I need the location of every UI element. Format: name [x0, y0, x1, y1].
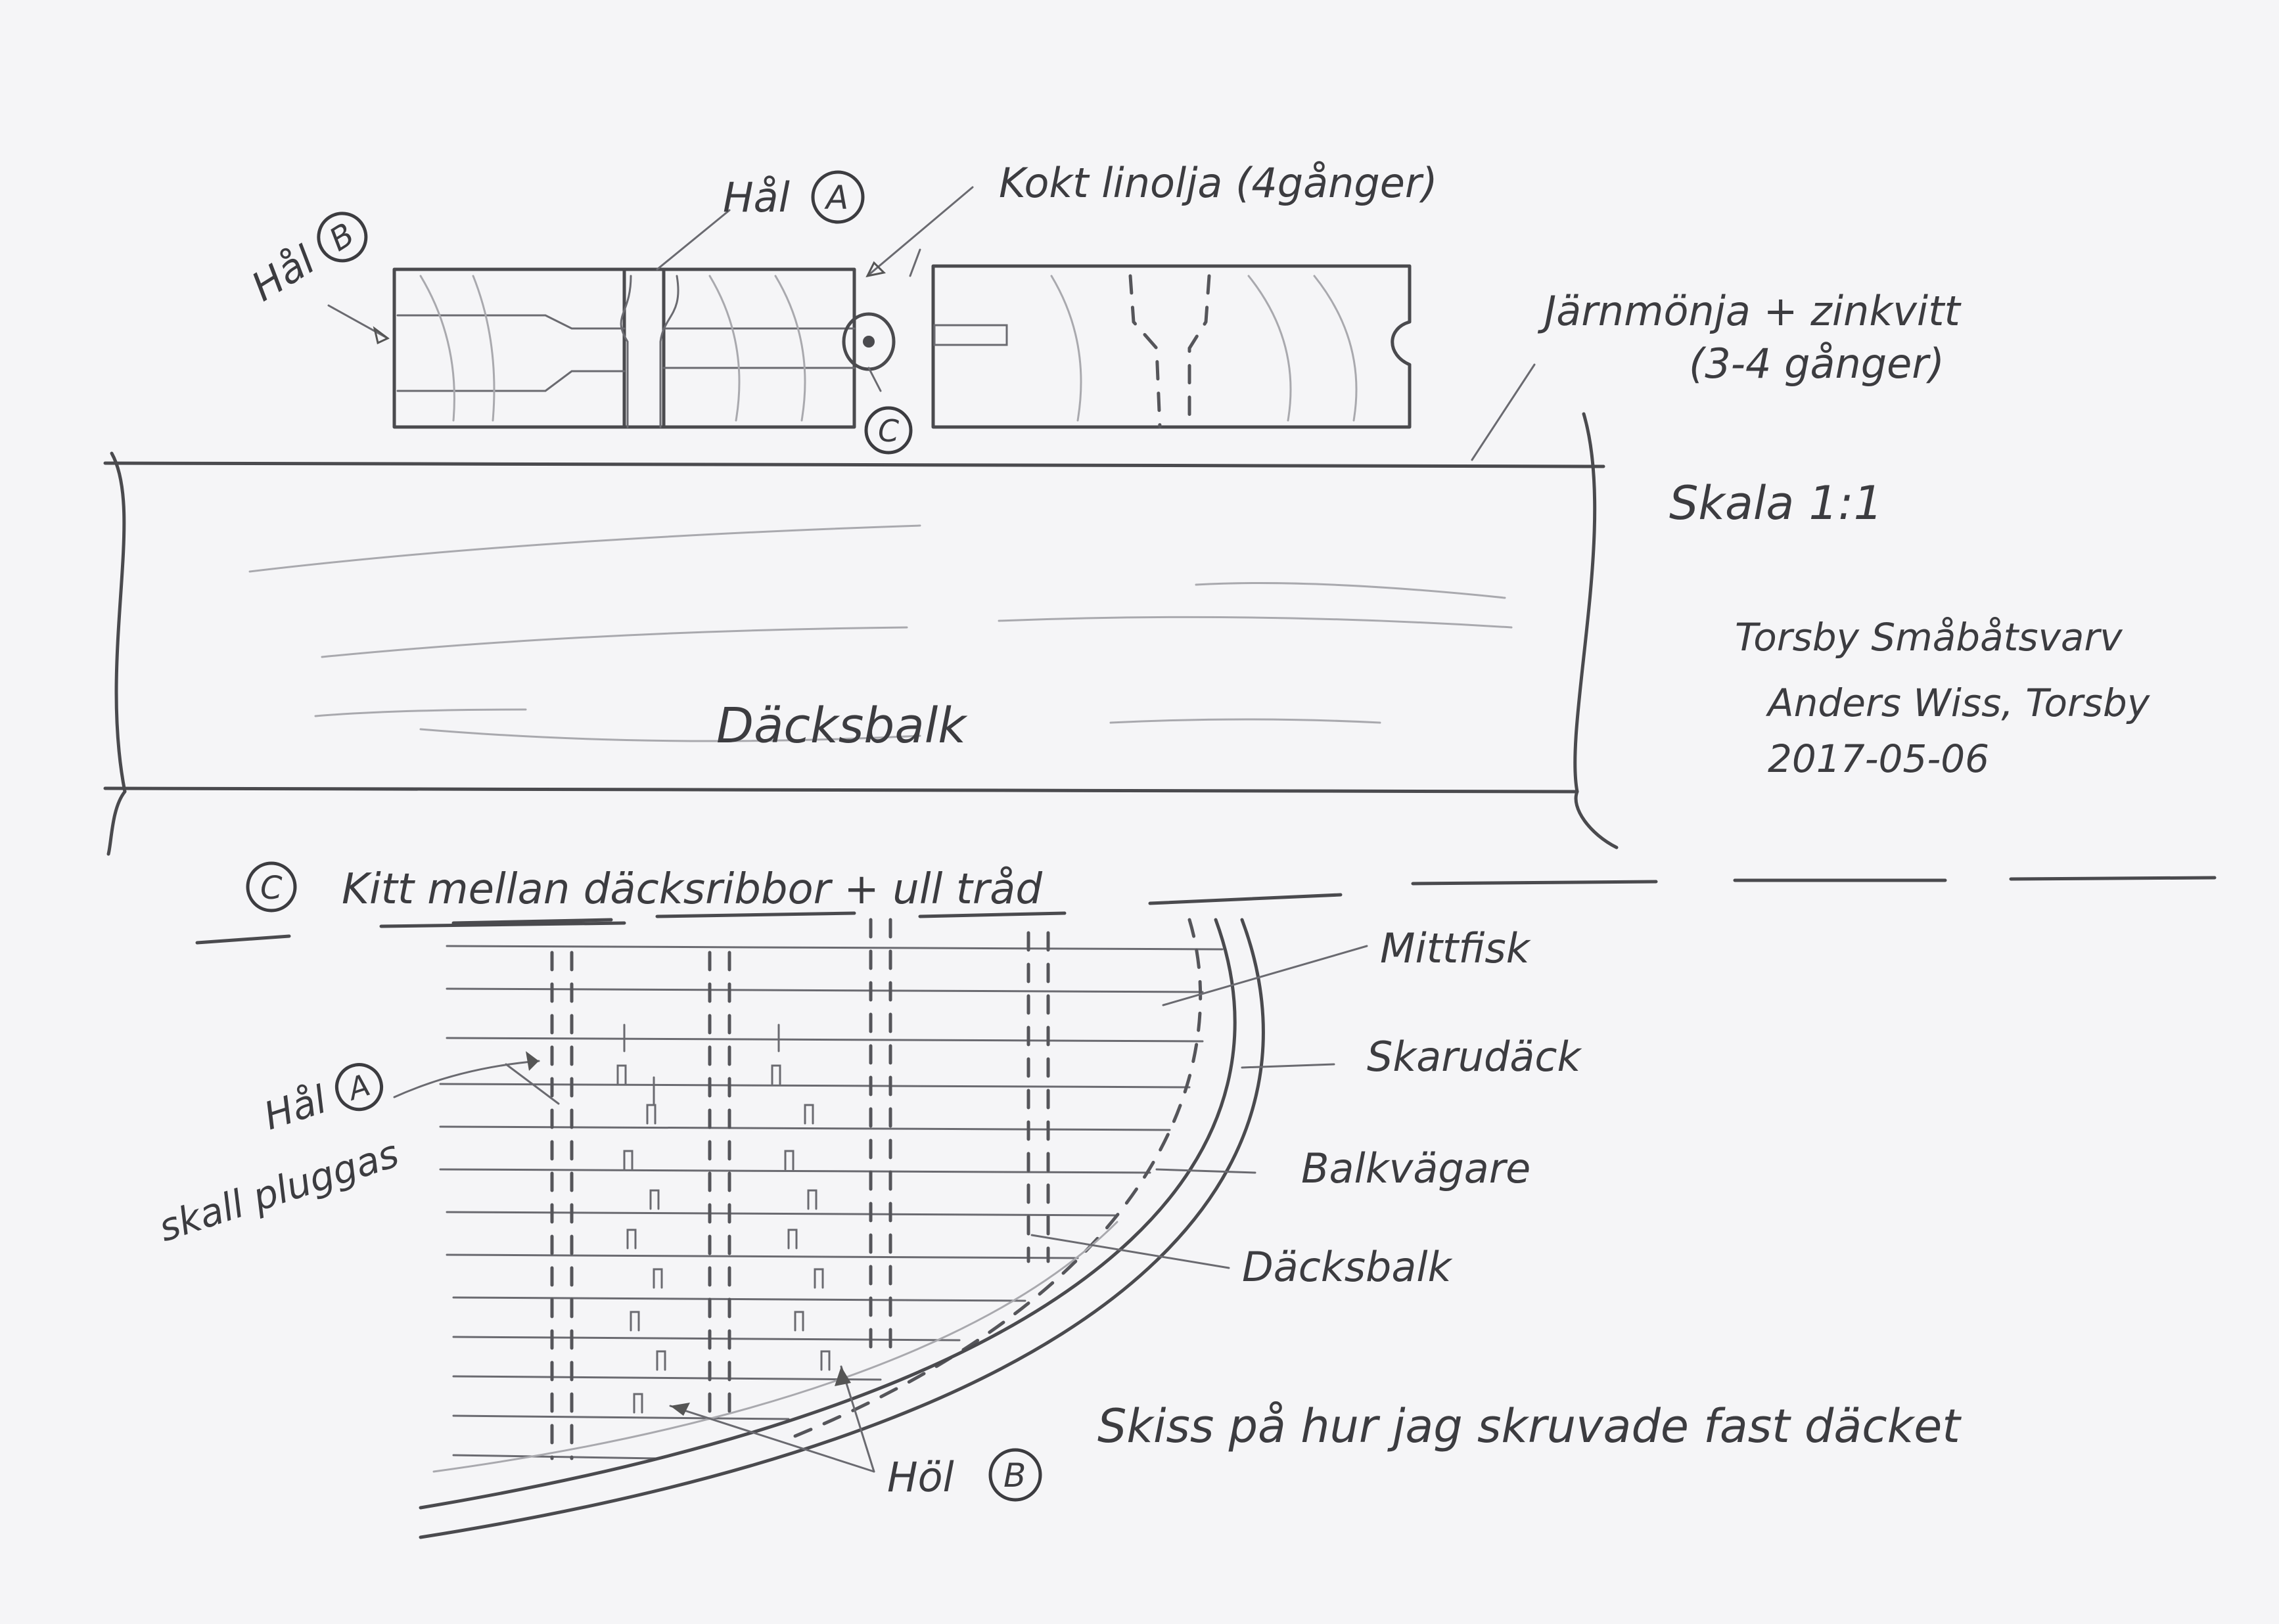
label-jarnmonja: Järnmönja + zinkvitt	[1537, 287, 1962, 335]
deck-plank-right	[931, 264, 1412, 429]
svg-text:skall pluggas: skall pluggas	[153, 1131, 404, 1250]
top-leader-lines	[327, 186, 1536, 461]
svg-text:Hål: Hål	[244, 237, 323, 311]
label-dacksbalk-bottom: Däcksbalk	[1242, 1243, 1453, 1291]
signature-company: Torsby Småbåtsvarv	[1735, 615, 2123, 660]
deck-beam-side-view	[103, 412, 1619, 856]
signature-name: Anders Wiss, Torsby	[1765, 681, 2150, 725]
label-hal-a-top: Hål A	[723, 170, 865, 224]
svg-text:C: C	[260, 870, 283, 907]
signature-date: 2017-05-06	[1768, 736, 1989, 781]
label-c-top: C	[864, 406, 913, 455]
label-hol-b: Höl B	[887, 1448, 1042, 1502]
svg-text:A: A	[824, 179, 848, 217]
bottom-leader-lines	[393, 945, 1368, 1473]
label-balkvagare: Balkvägare	[1301, 1144, 1531, 1192]
deck-ribs	[439, 945, 1224, 1460]
svg-text:Höl: Höl	[887, 1453, 954, 1501]
deck-plank-left	[392, 267, 856, 429]
svg-text:Hål: Hål	[258, 1077, 332, 1139]
svg-text:B: B	[1003, 1456, 1026, 1495]
label-kitt: Kitt mellan däcksribbor + ull tråd	[342, 865, 1042, 914]
label-c-bottom: C	[246, 861, 297, 913]
screw-marks	[616, 1024, 831, 1414]
label-mittfisk: Mittfisk	[1380, 924, 1531, 972]
svg-text:A: A	[342, 1067, 374, 1108]
putty-line-dashed	[195, 876, 2217, 945]
label-scale: Skala 1:1	[1669, 476, 1883, 530]
deck-beam-hidden-lines	[550, 918, 1203, 1460]
label-skall-pluggas: skall pluggas	[153, 1131, 404, 1250]
putty-joint-c	[842, 312, 896, 392]
svg-text:B: B	[323, 216, 361, 259]
label-dacksbalk-top: Däcksbalk	[716, 698, 968, 754]
label-kokt-linolja: Kokt linolja (4gånger)	[999, 159, 1438, 207]
label-hal-a-bottom: Hål A	[258, 1063, 383, 1139]
svg-text:C: C	[878, 413, 899, 449]
hull-curve	[419, 918, 1265, 1539]
svg-text:Hål: Hål	[723, 173, 790, 221]
label-sketch-caption: Skiss på hur jag skruvade fast däcket	[1097, 1399, 1962, 1453]
label-skarudack: Skarudäck	[1367, 1033, 1582, 1081]
label-jarnmonja-times: (3-4 gånger)	[1689, 340, 1945, 388]
label-hal-b-top: Hål B	[244, 212, 368, 311]
